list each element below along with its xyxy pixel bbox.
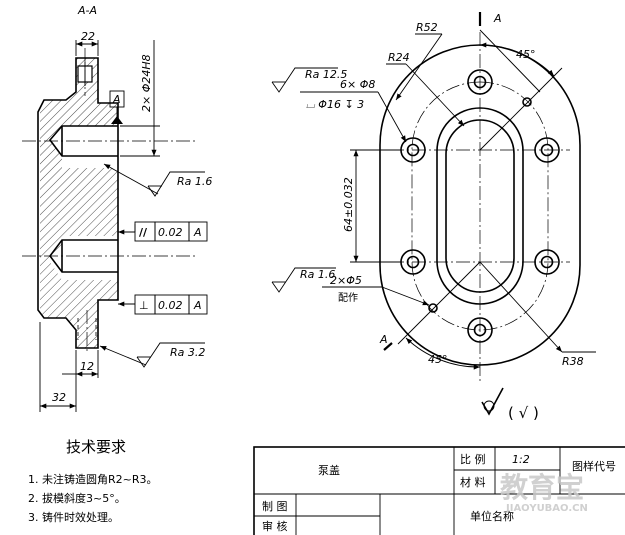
watermark-main: 教育宝 <box>500 471 584 504</box>
watermark-url: JIAOYUBAO.CN <box>505 503 588 514</box>
section-marker-bottom: A <box>379 333 388 346</box>
title-drawing-no-label: 图样代号 <box>572 459 616 473</box>
dim-r38: R38 <box>562 355 584 368</box>
counterbore-spec: ⌴ Φ16 ↧ 3 <box>306 98 364 111</box>
perpendicularity-value: 0.02 <box>158 299 183 312</box>
dim-r24: R24 <box>388 51 410 64</box>
dim-bottom-width: 32 <box>52 391 66 404</box>
title-scale-value: 1:2 <box>512 453 530 466</box>
bolt-hole-upper-right <box>534 137 560 163</box>
perpendicularity-datum: A <box>193 299 202 312</box>
title-scale-label: 比 例 <box>460 452 486 466</box>
tech-requirement-item-2: 2. 拔模斜度3~5°。 <box>28 491 126 505</box>
pin-hole-upper <box>522 97 532 107</box>
hatch-body <box>40 100 118 318</box>
parallelism-value: 0.02 <box>158 226 183 239</box>
parallelism-datum: A <box>193 226 202 239</box>
title-part-name: 泵盖 <box>318 463 340 477</box>
pin-holes-spec: 2×Φ5 <box>330 274 362 287</box>
roughness-ra-3-2: Ra 3.2 <box>170 346 205 359</box>
title-checked-label: 审 核 <box>262 519 288 533</box>
hatch-top <box>62 58 118 126</box>
tech-requirement-item-3: 3. 铸件时效处理。 <box>28 510 119 524</box>
dim-center-distance: 64±0.032 <box>342 177 355 232</box>
title-material-label: 材 料 <box>460 475 486 489</box>
surface-finish-note-text: ( √ ) <box>508 404 539 422</box>
dim-r52: R52 <box>416 21 438 34</box>
dim-bottom-boss: 12 <box>80 360 94 373</box>
watermark: 教育宝 JIAOYUBAO.CN <box>500 471 588 514</box>
bolt-hole-lower-right <box>534 249 560 275</box>
roughness-ra-12-5: Ra 12.5 <box>305 68 347 81</box>
tech-requirement-item-1: 1. 未注铸造圆角R2~R3。 <box>28 472 158 486</box>
tech-requirements-title: 技术要求 <box>66 438 126 456</box>
plan-view: A A R52 R24 45° 45° Ra 12.5 6× Φ8 ⌴ Φ16 … <box>271 12 596 382</box>
title-block: 泵盖 比 例 1:2 材 料 图样代号 制 图 审 核 单位名称 <box>253 446 625 535</box>
section-view: A-A 22 2× Φ24H8 A <box>22 4 212 412</box>
tech-requirements: 技术要求 1. 未注铸造圆角R2~R3。 2. 拔模斜度3~5°。 3. 铸件时… <box>28 438 158 524</box>
title-drawn-label: 制 图 <box>262 500 288 513</box>
angle-bottom: 45° <box>428 353 448 366</box>
roughness-ra-1-6-plan: Ra 1.6 <box>300 268 335 281</box>
dim-top-width: 22 <box>81 30 95 43</box>
hatch-bottom <box>62 280 118 348</box>
pin-holes-note: 配作 <box>338 292 358 304</box>
surface-finish-note: ( √ ) <box>481 387 539 422</box>
blind-hole-upper <box>48 125 118 157</box>
bolt-hole-bottom <box>467 317 493 343</box>
pin-hole-lower <box>428 303 438 313</box>
section-view-title: A-A <box>77 4 97 17</box>
title-company-label: 单位名称 <box>470 509 514 523</box>
bolt-holes-spec: 6× Φ8 <box>340 78 375 91</box>
section-marker-top: A <box>493 12 502 25</box>
roughness-ra-1-6-section: Ra 1.6 <box>177 175 212 188</box>
angle-top: 45° <box>516 48 536 61</box>
parallelism-symbol: // <box>139 226 148 239</box>
datum-a-label: A <box>112 93 121 106</box>
perpendicularity-symbol: ⊥ <box>139 299 149 312</box>
dim-hole-dia: 2× Φ24H8 <box>140 54 153 112</box>
